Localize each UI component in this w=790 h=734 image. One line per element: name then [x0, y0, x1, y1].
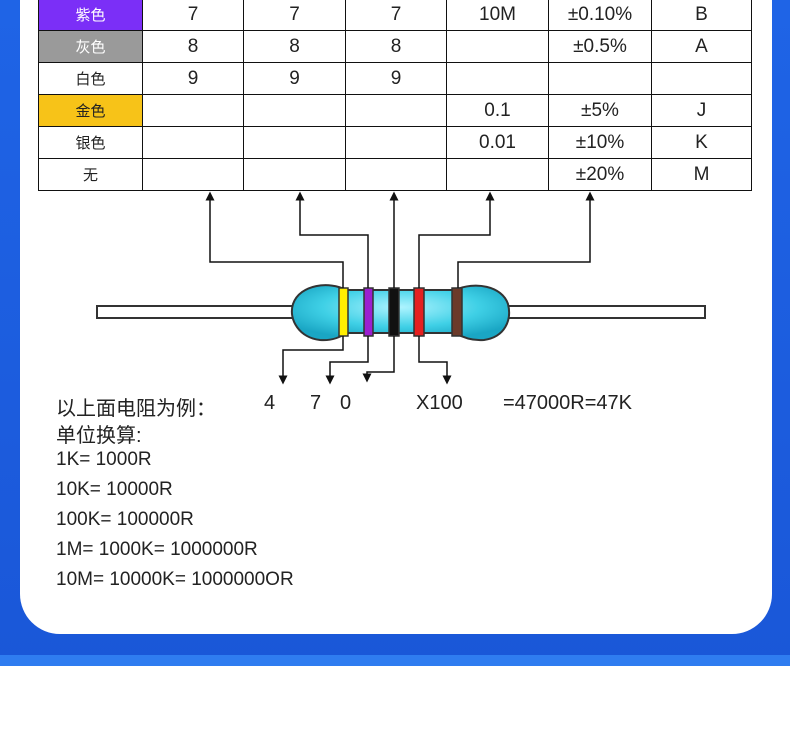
arrow-band1-to-example [278, 336, 344, 385]
band-brown [451, 287, 463, 337]
table-row: 无±20%M [38, 158, 752, 191]
arrow-band5-to-tolerance [457, 191, 595, 288]
example-label: 以上面电阻为例： [56, 398, 216, 420]
band-black [388, 287, 400, 337]
table-cell [651, 62, 752, 95]
resistor-lead-left [96, 305, 298, 319]
band-violet [363, 287, 374, 337]
table-cell [142, 94, 244, 127]
arrow-band1-to-digit1 [205, 191, 344, 288]
resistor-body [290, 284, 510, 342]
example-line: 以上面电阻为例： 4 7 0 X100 =47000R=47K [56, 392, 632, 553]
example-result: =47000R=47K [503, 392, 633, 414]
table-cell: ±0.5% [548, 30, 652, 63]
arrow-band4-to-multiplier [418, 191, 495, 288]
color-name-cell: 紫色 [38, 0, 143, 31]
color-name-cell: 无 [38, 158, 143, 191]
arrow-band4-to-example [418, 336, 452, 385]
table-cell: 0.1 [446, 94, 549, 127]
table-cell: ±0.10% [548, 0, 652, 31]
table-cell [142, 158, 244, 191]
table-cell [446, 30, 549, 63]
unit-conversion-line: 1M= 1000K= 1000000R [56, 539, 258, 560]
unit-conversion-title: 单位换算: [56, 425, 142, 447]
table-cell: 9 [142, 62, 244, 95]
table-cell: 7 [345, 0, 447, 31]
table-cell: 7 [243, 0, 346, 31]
table-cell: J [651, 94, 752, 127]
color-name-cell: 白色 [38, 62, 143, 95]
table-cell [243, 158, 346, 191]
example-digit-2: 7 [310, 392, 322, 414]
table-cell: 10M [446, 0, 549, 31]
table-cell [142, 126, 244, 159]
table-cell: 0.01 [446, 126, 549, 159]
color-name-cell: 银色 [38, 126, 143, 159]
arrow-band3-to-example [362, 336, 395, 383]
resistor-lead-right [499, 305, 706, 319]
unit-conversion-line: 10M= 10000K= 1000000OR [56, 569, 294, 590]
band-yellow [338, 287, 349, 337]
color-name-cell: 灰色 [38, 30, 143, 63]
table-cell: M [651, 158, 752, 191]
arrow-band2-to-digit2 [295, 191, 369, 288]
unit-conversion-line: 100K= 100000R [56, 509, 194, 530]
unit-conversion-line: 10K= 10000R [56, 479, 173, 500]
example-digit-1: 4 [264, 392, 276, 414]
table-cell: ±5% [548, 94, 652, 127]
table-cell: B [651, 0, 752, 31]
band-red [413, 287, 425, 337]
arrow-band2-to-example [325, 336, 369, 385]
frame-bottom-band [0, 655, 790, 666]
table-cell [446, 158, 549, 191]
color-name-cell: 金色 [38, 94, 143, 127]
example-multiplier: X100 [416, 392, 463, 414]
table-cell: K [651, 126, 752, 159]
table-cell: 8 [142, 30, 244, 63]
example-digit-3: 0 [340, 392, 352, 414]
table-cell [345, 158, 447, 191]
unit-conversion-line: 1K= 1000R [56, 449, 152, 470]
table-cell: 9 [243, 62, 346, 95]
table-row: 金色 0.1±5%J [38, 94, 752, 127]
